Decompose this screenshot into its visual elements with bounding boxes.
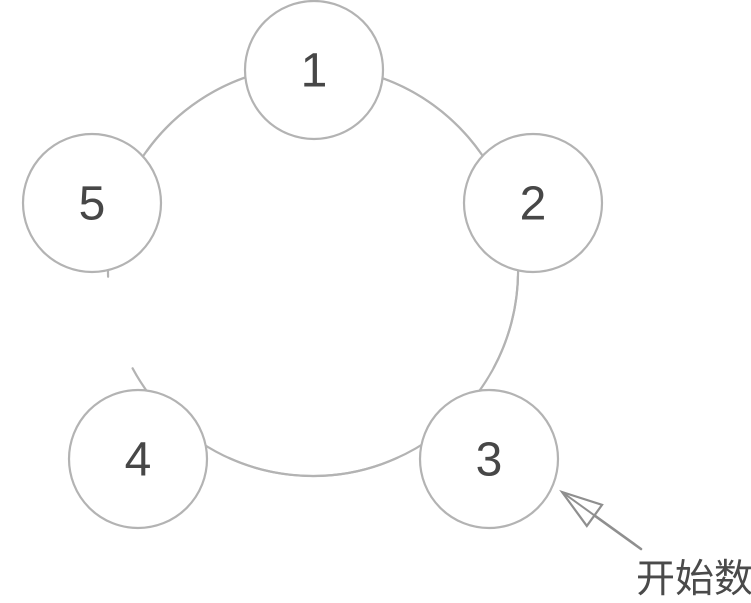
node-label: 4 (125, 434, 152, 487)
node-circle[interactable] (462, 132, 604, 274)
node-3[interactable]: 3 (418, 388, 560, 530)
node-label: 1 (301, 45, 328, 98)
annotation-label: 开始数 (636, 557, 751, 602)
node-circle[interactable] (21, 132, 163, 274)
edge-5-to-1 (145, 75, 250, 153)
node-label: 3 (476, 434, 503, 487)
node-2[interactable]: 2 (462, 132, 604, 274)
arrow-head-spine (561, 491, 596, 517)
node-label: 5 (79, 178, 106, 231)
node-5[interactable]: 5 (21, 132, 163, 274)
node-4[interactable]: 4 (67, 388, 209, 530)
node-circle[interactable] (243, 0, 385, 141)
edge-2-to-3 (492, 275, 520, 369)
node-label: 2 (520, 178, 547, 231)
node-circle[interactable] (418, 388, 560, 530)
edge-1-to-2 (378, 76, 481, 152)
node-circle[interactable] (67, 388, 209, 530)
node-1[interactable]: 1 (243, 0, 385, 141)
annotation-arrow (559, 489, 643, 551)
arrow-shaft-line (590, 512, 643, 551)
